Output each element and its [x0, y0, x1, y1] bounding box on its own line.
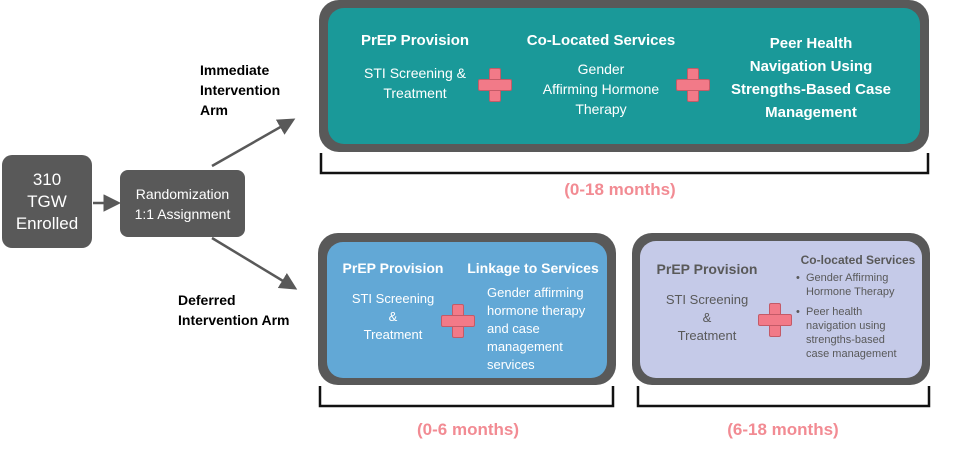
deferred-2-prep-title: PrEP Provision	[656, 261, 758, 277]
deferred-1-period-bracket	[318, 386, 615, 408]
deferred-2-colocated-column: Co-located Services Gender Affirming Hor…	[796, 253, 920, 361]
deferred-2-colocated-title: Co-located Services	[800, 253, 916, 267]
deferred-1-prep-title: PrEP Provision	[342, 260, 444, 276]
immediate-panel: PrEP Provision STI Screening & Treatment…	[328, 8, 920, 144]
immediate-arm-label: Immediate Intervention Arm	[200, 62, 281, 118]
immediate-prep-title: PrEP Provision	[360, 32, 470, 49]
deferred-arm-label: Deferred Intervention Arm	[178, 292, 290, 328]
plus-icon	[676, 68, 710, 102]
deferred-2-period-label: (6-18 months)	[727, 420, 839, 439]
deferred-1-linkage-title: Linkage to Services	[467, 260, 599, 276]
randomization-assignment: 1:1 Assignment	[134, 205, 231, 222]
immediate-peer-navigation-column: Peer Health Navigation Using Strengths-B…	[730, 35, 892, 121]
deferred-2-prep-column: PrEP Provision STI Screening & Treatment	[648, 261, 766, 345]
enrolled-population: TGW	[27, 191, 67, 211]
deferred-2-period-bracket	[636, 386, 931, 408]
deferred-1-period-label: (0-6 months)	[417, 420, 519, 439]
deferred-1-linkage-column: Linkage to Services Gender affirming hor…	[461, 260, 605, 374]
immediate-period-label: (0-18 months)	[564, 180, 676, 199]
immediate-colocated-column: Co-Located Services Gender Affirming Hor…	[508, 32, 694, 119]
deferred-panel-2: PrEP Provision STI Screening & Treatment…	[640, 241, 922, 378]
plus-icon	[441, 304, 475, 338]
plus-icon	[478, 68, 512, 102]
deferred-1-prep-column: PrEP Provision STI Screening & Treatment	[333, 260, 453, 344]
plus-icon	[758, 303, 792, 337]
arrow-to-immediate-arm	[211, 118, 296, 168]
list-item: Gender Affirming Hormone Therapy	[796, 271, 920, 299]
arrow-to-deferred-arm	[211, 236, 298, 290]
deferred-2-services-list: Gender Affirming Hormone Therapy Peer he…	[796, 271, 920, 361]
enrolled-node: 310 TGW Enrolled	[2, 155, 92, 248]
immediate-colocated-title: Co-Located Services	[526, 32, 676, 49]
enrolled-count: 310	[32, 169, 62, 189]
enrolled-label: Enrolled	[15, 213, 79, 233]
randomization-label: Randomization	[135, 185, 230, 202]
randomization-node: Randomization 1:1 Assignment	[120, 170, 245, 237]
immediate-period-bracket	[319, 153, 930, 175]
deferred-panel-1: PrEP Provision STI Screening & Treatment…	[327, 242, 607, 378]
list-item: Peer health navigation using strengths-b…	[796, 305, 920, 361]
immediate-prep-column: PrEP Provision STI Screening & Treatment	[338, 32, 492, 103]
